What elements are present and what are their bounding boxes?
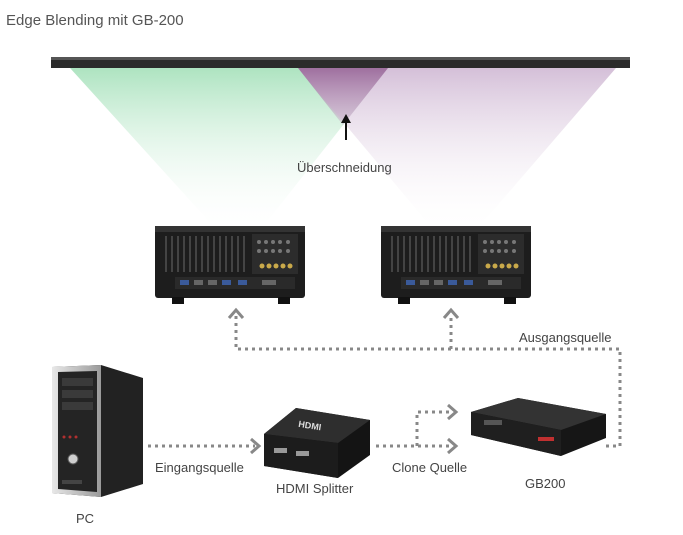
pc-tower <box>52 365 143 497</box>
splitter-label: HDMI Splitter <box>276 481 354 496</box>
overlap-label: Überschneidung <box>297 160 392 175</box>
output-connection <box>234 315 622 448</box>
input-connection <box>148 437 262 455</box>
hdmi-splitter: HDMI <box>264 408 370 478</box>
clone-source-label: Clone Quelle <box>392 460 468 475</box>
projector-left <box>155 226 305 304</box>
output-source-label: Ausgangsquelle <box>519 330 612 345</box>
input-source-label: Eingangsquelle <box>155 460 244 475</box>
left-projection-beam <box>70 68 388 228</box>
diagram-title: Edge Blending mit GB-200 <box>6 12 184 29</box>
overlap-arrow-icon <box>341 114 351 140</box>
right-projection-beam <box>298 68 616 228</box>
gb200-device <box>471 398 606 456</box>
projector-right <box>381 226 531 304</box>
overlap-region <box>298 68 388 125</box>
output-arrowhead-right-icon <box>442 307 460 319</box>
gb200-label: GB200 <box>525 476 566 491</box>
pc-label: PC <box>76 511 95 526</box>
output-arrowhead-left-icon <box>227 307 245 319</box>
hdmi-logo: HDMI <box>298 419 322 432</box>
clone-connection <box>376 403 459 455</box>
projection-screen <box>51 57 630 68</box>
